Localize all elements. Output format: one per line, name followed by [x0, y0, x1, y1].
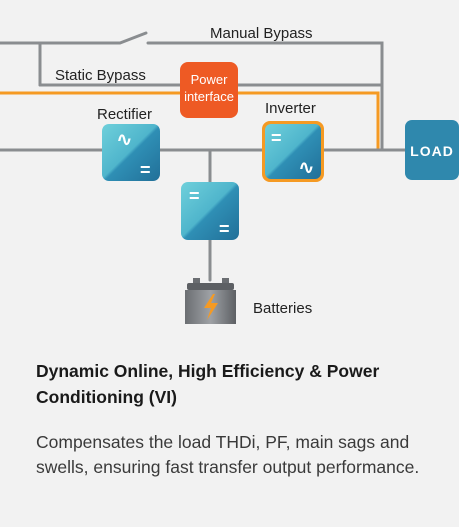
dc-equals-icon: = — [271, 128, 282, 148]
manual-bypass-line-right — [146, 41, 384, 152]
mode-heading: Dynamic Online, High Efficiency & Power … — [36, 361, 380, 407]
rectifier-label: Rectifier — [97, 106, 152, 123]
ac-sine-icon: ∿ — [298, 157, 315, 179]
load-box: LOAD — [405, 120, 459, 180]
mode-description: Compensates the load THDi, PF, main sags… — [36, 432, 420, 477]
static-bypass-label: Static Bypass — [55, 67, 146, 84]
manual-bypass-switch — [38, 31, 148, 45]
inverter-label: Inverter — [265, 100, 316, 117]
dc-equals-icon: = — [189, 186, 200, 206]
load-label: LOAD — [410, 143, 454, 159]
inverter-module: = ∿ — [262, 121, 324, 182]
power-interface-box: Power interface — [180, 62, 238, 118]
batteries-label: Batteries — [253, 300, 312, 317]
ac-sine-icon: ∿ — [116, 129, 133, 151]
power-interface-label-line2: interface — [184, 89, 234, 104]
manual-bypass-label: Manual Bypass — [210, 25, 313, 42]
dc-equals-icon: = — [219, 219, 230, 239]
dc-equals-icon: = — [140, 160, 151, 180]
rectifier-module: ∿ = — [102, 124, 160, 181]
lightning-bolt-icon — [204, 294, 218, 320]
battery-converter-module: = = — [181, 182, 239, 240]
power-interface-label-line1: Power — [191, 72, 229, 87]
manual-bypass-line — [0, 41, 42, 87]
battery-icon — [185, 278, 236, 324]
